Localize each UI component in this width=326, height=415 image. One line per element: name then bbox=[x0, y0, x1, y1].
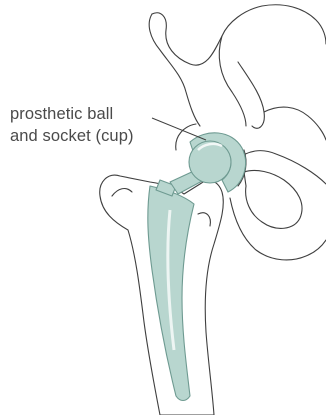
implant-label-line2: and socket (cup) bbox=[10, 125, 170, 147]
implant-label-line1: prosthetic ball bbox=[10, 103, 170, 125]
implant-label: prosthetic ball and socket (cup) bbox=[10, 103, 170, 147]
implant-ball bbox=[189, 141, 231, 183]
